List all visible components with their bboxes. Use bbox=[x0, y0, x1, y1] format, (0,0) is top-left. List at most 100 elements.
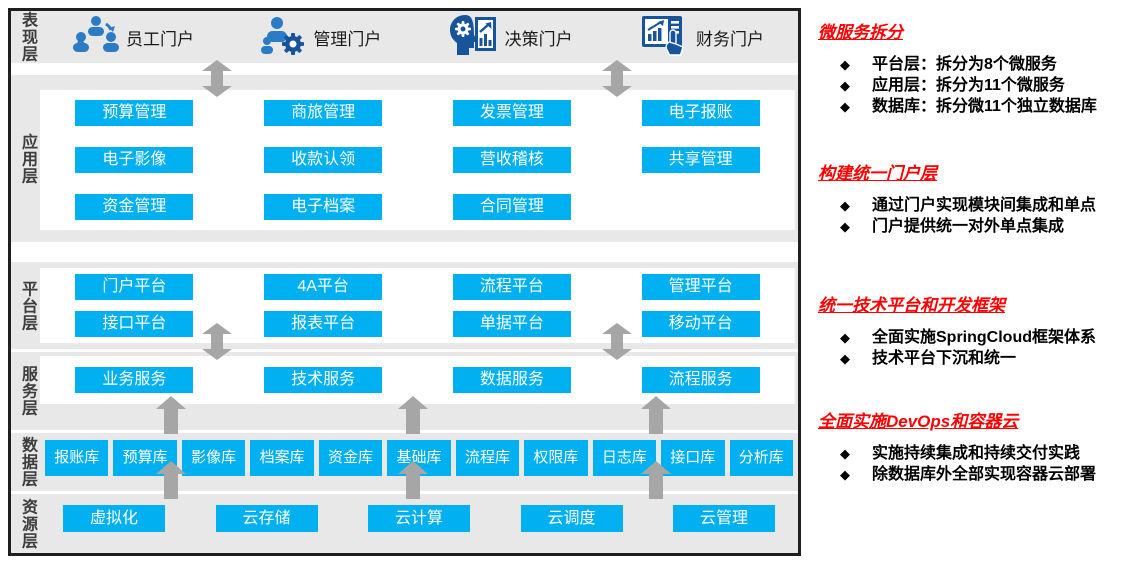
platform-module: 接口平台 bbox=[75, 311, 194, 338]
platform-module: 管理平台 bbox=[641, 273, 760, 300]
app-module: 电子影像 bbox=[75, 146, 194, 173]
management-portal-icon bbox=[260, 14, 306, 61]
portal-label: 管理门户 bbox=[313, 29, 382, 49]
app-module: 商旅管理 bbox=[264, 100, 383, 127]
annotation-title: 全面实施DevOps和容器云 bbox=[818, 412, 1019, 431]
annotation-microservices: 微服务拆分 ◆ 平台层：拆分为8个微服务 ◆ 应用层：拆分为11个微服务 ◆ 数… bbox=[818, 18, 1130, 118]
platform-module: 单据平台 bbox=[452, 311, 571, 338]
app-module: 电子报账 bbox=[641, 100, 760, 127]
app-module: 共享管理 bbox=[641, 146, 760, 173]
service-module: 业务服务 bbox=[75, 367, 194, 393]
app-module: 合同管理 bbox=[452, 193, 571, 220]
annotation-portal-layer: 构建统一门户层 ◆ 通过门户实现模块间集成和单点 ◆ 门户提供统一对外单点集成 bbox=[818, 159, 1130, 238]
database-box: 分析库 bbox=[729, 440, 793, 476]
layer-data: 数据层 报账库 预算库 影像库 档案库 资金库 基础库 流程库 权限库 日志库 … bbox=[11, 433, 798, 491]
double-arrow-icon bbox=[602, 323, 632, 365]
database-box: 影像库 bbox=[181, 440, 246, 476]
layer-resource: 资源层 虚拟化 云存储 云计算 云调度 云管理 bbox=[11, 494, 798, 553]
layer-service: 服务层 业务服务 技术服务 数据服务 流程服务 bbox=[11, 352, 798, 430]
diamond-bullet-icon: ◆ bbox=[840, 330, 850, 345]
double-arrow-icon bbox=[202, 60, 232, 102]
resource-box: 虚拟化 bbox=[63, 505, 165, 532]
up-arrow-icon bbox=[641, 396, 671, 439]
portal-label: 决策门户 bbox=[504, 29, 573, 49]
annotation-bullet: ◆ 除数据库外全部实现容器云部署 bbox=[840, 466, 1097, 483]
database-box: 日志库 bbox=[592, 440, 657, 476]
database-row: 报账库 预算库 影像库 档案库 资金库 基础库 流程库 权限库 日志库 接口库 … bbox=[45, 440, 793, 476]
annotation-title: 统一技术平台和开发框架 bbox=[818, 296, 1005, 315]
layer-label-resource: 资源层 bbox=[19, 498, 36, 549]
database-box: 报账库 bbox=[45, 440, 109, 476]
diamond-bullet-icon: ◆ bbox=[840, 446, 850, 461]
finance-portal-icon bbox=[639, 13, 689, 62]
diamond-bullet-icon: ◆ bbox=[840, 467, 850, 482]
resource-box: 云计算 bbox=[368, 505, 470, 532]
layer-label-application: 应用层 bbox=[19, 133, 36, 184]
resource-row: 虚拟化 云存储 云计算 云调度 云管理 bbox=[63, 505, 775, 532]
service-module: 技术服务 bbox=[264, 367, 383, 393]
portal-management: 管理门户 bbox=[260, 14, 381, 61]
diamond-bullet-icon: ◆ bbox=[840, 198, 850, 213]
up-arrow-icon bbox=[398, 396, 428, 439]
annotation-bullet: ◆ 技术平台下沉和统一 bbox=[840, 350, 1017, 367]
portal-finance: 财务门户 bbox=[639, 13, 764, 62]
layer-label-data: 数据层 bbox=[19, 436, 36, 488]
layer-label-service: 服务层 bbox=[19, 365, 36, 417]
platform-module: 流程平台 bbox=[452, 273, 571, 300]
diamond-bullet-icon: ◆ bbox=[840, 99, 850, 114]
layer-label-presentation: 表现层 bbox=[19, 11, 36, 63]
database-box: 档案库 bbox=[250, 440, 314, 476]
double-arrow-icon bbox=[602, 60, 632, 102]
double-arrow-icon bbox=[202, 323, 232, 365]
annotation-bullet: ◆ 应用层：拆分为11个微服务 bbox=[840, 77, 1065, 94]
portal-decision: 决策门户 bbox=[448, 13, 573, 62]
app-module: 资金管理 bbox=[75, 193, 194, 220]
annotation-bullet: ◆ 门户提供统一对外单点集成 bbox=[840, 218, 1065, 235]
up-arrow-icon bbox=[641, 461, 671, 504]
annotation-bullet: ◆ 平台层：拆分为8个微服务 bbox=[840, 56, 1057, 73]
app-module: 预算管理 bbox=[75, 100, 194, 127]
database-box: 权限库 bbox=[524, 440, 588, 476]
platform-module: 4A平台 bbox=[264, 273, 383, 300]
service-module: 数据服务 bbox=[452, 367, 571, 393]
platform-module: 门户平台 bbox=[75, 273, 194, 300]
layer-application: 应用层 预算管理 商旅管理 发票管理 电子报账 电子影像 收款认领 营收稽核 共… bbox=[11, 75, 798, 242]
diamond-bullet-icon: ◆ bbox=[840, 219, 850, 234]
annotation-devops: 全面实施DevOps和容器云 ◆ 实施持续集成和持续交付实践 ◆ 除数据库外全部… bbox=[818, 407, 1130, 486]
portal-label: 员工门户 bbox=[126, 29, 194, 49]
up-arrow-icon bbox=[156, 461, 186, 504]
diamond-bullet-icon: ◆ bbox=[840, 57, 850, 72]
platform-module: 报表平台 bbox=[264, 311, 383, 338]
app-module: 电子档案 bbox=[264, 193, 383, 220]
portal-employee: 员工门户 bbox=[73, 14, 194, 61]
architecture-diagram: 表现层 bbox=[8, 8, 801, 556]
layer-platform: 平台层 门户平台 4A平台 流程平台 管理平台 接口平台 报表平台 单据平台 移… bbox=[11, 262, 798, 349]
application-panel: 预算管理 商旅管理 发票管理 电子报账 电子影像 收款认领 营收稽核 共享管理 … bbox=[40, 90, 795, 230]
portal-label: 财务门户 bbox=[695, 29, 764, 49]
annotation-bullet: ◆ 通过门户实现模块间集成和单点 bbox=[840, 197, 1097, 214]
service-module: 流程服务 bbox=[641, 367, 760, 393]
resource-box: 云管理 bbox=[673, 505, 775, 532]
database-box: 资金库 bbox=[318, 440, 383, 476]
platform-panel: 门户平台 4A平台 流程平台 管理平台 接口平台 报表平台 单据平台 移动平台 bbox=[40, 268, 795, 343]
up-arrow-icon bbox=[398, 461, 428, 504]
up-arrow-icon bbox=[156, 396, 186, 439]
decision-portal-icon bbox=[448, 13, 498, 62]
app-module: 收款认领 bbox=[264, 146, 383, 173]
diamond-bullet-icon: ◆ bbox=[840, 351, 850, 366]
annotation-bullet: ◆ 实施持续集成和持续交付实践 bbox=[840, 445, 1081, 462]
app-module: 发票管理 bbox=[452, 100, 571, 127]
app-module: 营收稽核 bbox=[452, 146, 571, 173]
database-box: 流程库 bbox=[455, 440, 520, 476]
annotation-bullet: ◆ 全面实施SpringCloud框架体系 bbox=[840, 329, 1096, 346]
annotation-tech-platform: 统一技术平台和开发框架 ◆ 全面实施SpringCloud框架体系 ◆ 技术平台… bbox=[818, 291, 1130, 370]
platform-module: 移动平台 bbox=[641, 311, 760, 338]
annotation-title: 构建统一门户层 bbox=[818, 164, 937, 183]
layer-label-platform: 平台层 bbox=[19, 280, 36, 331]
diamond-bullet-icon: ◆ bbox=[840, 78, 850, 93]
resource-box: 云存储 bbox=[215, 505, 318, 532]
annotation-title: 微服务拆分 bbox=[818, 23, 903, 42]
layer-presentation: 表现层 bbox=[11, 11, 798, 63]
database-box: 接口库 bbox=[661, 440, 725, 476]
